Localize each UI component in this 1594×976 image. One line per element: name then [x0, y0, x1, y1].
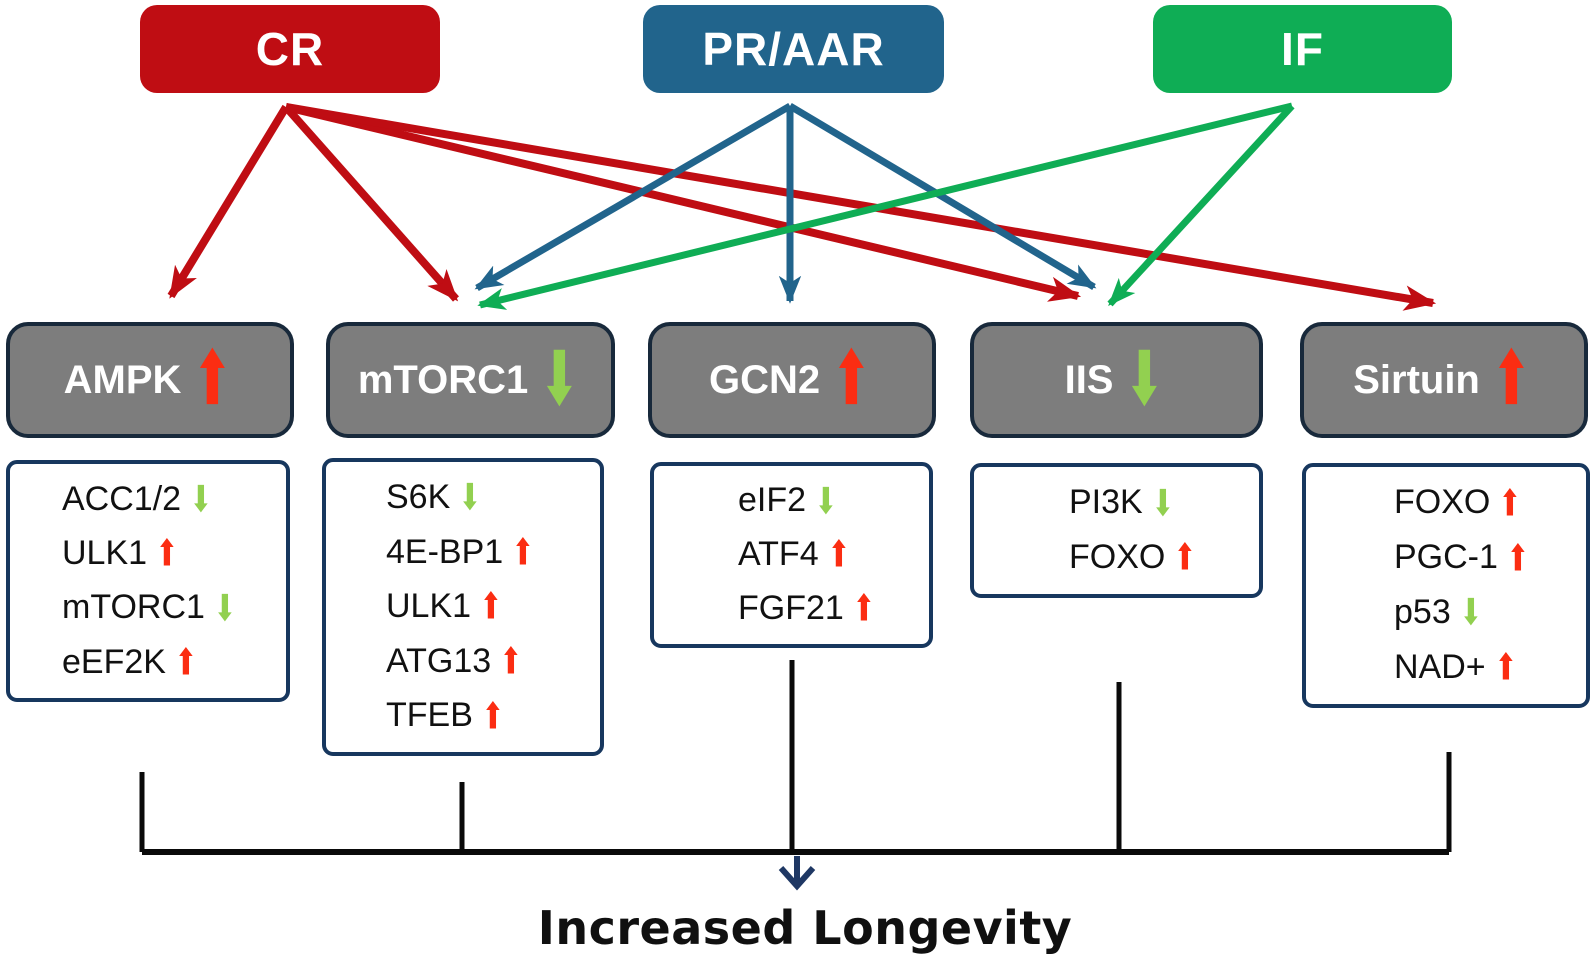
effector-row: TFEB ⬆ — [386, 695, 600, 737]
down-arrow-icon: ⬇ — [213, 587, 237, 629]
down-arrow-icon: ⬇ — [1459, 591, 1483, 634]
effector-name: PI3K — [1069, 483, 1143, 522]
pathway-label-gcn2: GCN2 — [708, 357, 821, 402]
effector-list-mtorc1: S6K ⬇ 4E-BP1 ⬆ ULK1 ⬆ ATG13 ⬆ TFEB ⬆ — [322, 458, 604, 756]
down-arrow-icon: ⬇ — [1151, 482, 1175, 524]
up-arrow-icon: ⬆ — [481, 695, 505, 737]
effector-row: p53 ⬇ — [1394, 591, 1586, 634]
up-arrow-icon: ⬆ — [1506, 537, 1530, 579]
pathway-box-mtorc1: mTORC1 ⬇ — [326, 322, 615, 438]
pathway-box-sirtuin: Sirtuin ⬆ — [1300, 322, 1588, 438]
up-arrow-icon: ⬆ — [827, 534, 851, 576]
effector-name: TFEB — [386, 696, 473, 735]
effector-name: ACC1/2 — [62, 479, 182, 518]
intervention-box-cr: CR — [140, 5, 440, 93]
up-arrow-icon: ⬆ — [499, 640, 523, 682]
effector-row: ATG13 ⬆ — [386, 640, 600, 682]
down-arrow-icon: ⬇ — [189, 478, 213, 520]
edge-arrow-CR-to-AMPK — [167, 104, 290, 299]
intervention-box-pr-aar: PR/AAR — [643, 5, 944, 93]
up-arrow-icon: ⬆ — [852, 587, 876, 630]
pathway-box-iis: IIS ⬇ — [970, 322, 1263, 438]
effector-row: ACC1/2 ⬇ — [62, 478, 286, 520]
intervention-label-if: IF — [1281, 23, 1324, 75]
effector-row: FGF21 ⬆ — [738, 587, 929, 630]
up-arrow-icon: ⬆ — [479, 586, 503, 628]
intervention-box-if: IF — [1153, 5, 1452, 93]
effector-name: p53 — [1394, 593, 1451, 632]
effector-row: PI3K ⬇ — [1069, 482, 1259, 524]
effector-name: eIF2 — [738, 481, 807, 520]
trend-arrow-up-icon: ⬆ — [833, 337, 870, 419]
pathway-box-gcn2: GCN2 ⬆ — [648, 322, 936, 438]
pathway-label-mtorc1: mTORC1 — [357, 357, 529, 402]
effector-list-iis: PI3K ⬇ FOXO ⬆ — [970, 463, 1263, 598]
effector-row: PGC-1 ⬆ — [1394, 537, 1586, 579]
intervention-label-pr-aar: PR/AAR — [702, 23, 885, 75]
trend-arrow-up-icon: ⬆ — [1493, 337, 1530, 419]
up-arrow-icon: ⬆ — [1498, 482, 1522, 524]
trend-arrow-down-icon: ⬇ — [541, 337, 579, 419]
effector-row: S6K ⬇ — [386, 476, 600, 519]
outcome-arrowhead-icon — [778, 866, 816, 891]
effector-name: FGF21 — [738, 589, 844, 628]
outcome-label: Increased Longevity — [537, 901, 1073, 955]
effector-name: ATF4 — [738, 535, 819, 574]
effector-name: ULK1 — [386, 587, 472, 626]
up-arrow-icon: ⬆ — [155, 532, 179, 575]
effector-row: ULK1 ⬆ — [62, 532, 286, 575]
pathway-label-ampk: AMPK — [63, 357, 182, 402]
effector-row: 4E-BP1 ⬆ — [386, 531, 600, 573]
effector-list-sirtuin: FOXO ⬆ PGC-1 ⬆ p53 ⬇ NAD+ ⬆ — [1302, 463, 1590, 708]
up-arrow-icon: ⬆ — [174, 641, 198, 683]
effector-name: FOXO — [1069, 538, 1166, 577]
edge-arrow-CR-to-IIS — [285, 103, 1082, 302]
edge-arrow-IF-to-mTORC1 — [477, 102, 1293, 310]
trend-arrow-up-icon: ⬆ — [194, 337, 232, 419]
up-arrow-icon: ⬆ — [511, 531, 535, 573]
edge-arrow-CR-to-mTORC1 — [283, 104, 459, 302]
up-arrow-icon: ⬆ — [1173, 536, 1197, 579]
edge-arrow-CR-to-Sirtuin — [285, 103, 1437, 311]
effector-name: eEF2K — [62, 642, 166, 681]
pathway-label-iis: IIS — [1064, 357, 1114, 402]
effector-name: ATG13 — [386, 641, 492, 680]
effector-row: eEF2K ⬆ — [62, 641, 286, 683]
effector-row: mTORC1 ⬇ — [62, 587, 286, 629]
effector-row: FOXO ⬆ — [1394, 482, 1586, 524]
intervention-label-cr: CR — [255, 23, 325, 75]
effector-row: FOXO ⬆ — [1069, 536, 1259, 579]
edge-arrow-IF-to-IIS — [1107, 103, 1295, 307]
effector-row: ULK1 ⬆ — [386, 586, 600, 628]
down-arrow-icon: ⬇ — [814, 480, 838, 522]
effector-name: FOXO — [1394, 483, 1491, 522]
up-arrow-icon: ⬆ — [1494, 646, 1518, 689]
effector-row: NAD+ ⬆ — [1394, 646, 1586, 689]
down-arrow-icon: ⬇ — [458, 476, 482, 519]
edge-arrow-PR/AAR-to-IIS — [788, 102, 1097, 291]
effector-name: mTORC1 — [62, 588, 205, 627]
effector-name: S6K — [386, 478, 451, 517]
effector-name: NAD+ — [1394, 648, 1486, 687]
effector-list-ampk: ACC1/2 ⬇ ULK1 ⬆ mTORC1 ⬇ eEF2K ⬆ — [6, 460, 290, 702]
effector-row: eIF2 ⬇ — [738, 480, 929, 522]
pathway-box-ampk: AMPK ⬆ — [6, 322, 294, 438]
effector-list-gcn2: eIF2 ⬇ ATF4 ⬆ FGF21 ⬆ — [650, 462, 933, 648]
effector-name: ULK1 — [62, 534, 148, 573]
edge-arrow-PR/AAR-to-mTORC1 — [474, 102, 792, 292]
effector-name: 4E-BP1 — [386, 532, 504, 571]
effector-name: PGC-1 — [1394, 538, 1498, 577]
trend-arrow-down-icon: ⬇ — [1126, 337, 1164, 419]
effector-row: ATF4 ⬆ — [738, 534, 929, 576]
pathway-label-sirtuin: Sirtuin — [1353, 357, 1480, 402]
